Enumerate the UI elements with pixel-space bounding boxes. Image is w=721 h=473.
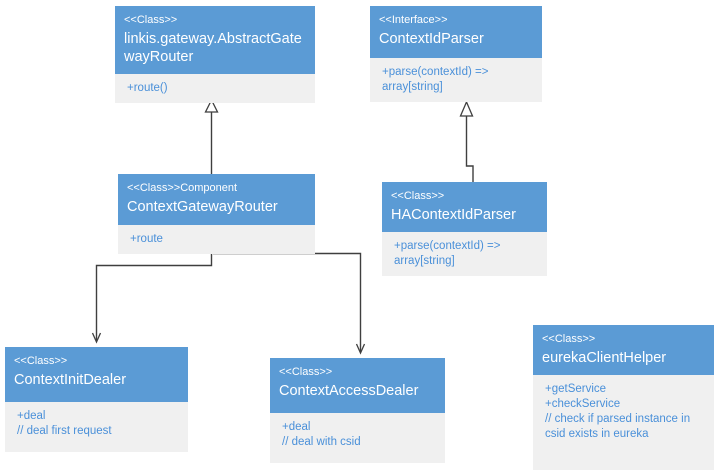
class-header: <<Class>> eurekaClientHelper <box>533 325 714 375</box>
class-name: ContextInitDealer <box>14 372 127 388</box>
connector-inherit-context-id-parser <box>459 100 474 182</box>
class-member: +getService <box>545 383 607 395</box>
class-member: // check if parsed instance in csid exis… <box>545 413 691 440</box>
class-member: +deal <box>17 410 46 422</box>
class-box-ha-context-id-parser[interactable]: <<Class>> HAContextIdParser +parse(conte… <box>382 182 547 276</box>
class-body: +parse(contextId) => array[string] <box>370 58 542 102</box>
class-name: ContextIdParser <box>379 31 484 47</box>
class-name: linkis.gateway.AbstractGatewayRouter <box>124 31 302 65</box>
class-header: <<Class>> HAContextIdParser <box>382 182 547 232</box>
class-body: +route() <box>115 74 315 103</box>
class-member: +parse(contextId) => array[string] <box>394 240 501 267</box>
class-member: // deal first request <box>17 425 112 437</box>
class-stereotype: <<Interface>> <box>379 14 448 26</box>
class-member: +route <box>130 233 163 245</box>
class-name: ContextAccessDealer <box>279 383 419 399</box>
class-name: HAContextIdParser <box>391 207 516 223</box>
class-header: <<Class>> ContextInitDealer <box>5 347 188 402</box>
class-body: +deal // deal with csid <box>270 413 445 463</box>
connector-assoc-access-dealer <box>213 252 366 355</box>
class-stereotype: <<Class>>Component <box>127 182 238 194</box>
class-stereotype: <<Class>> <box>542 333 596 345</box>
class-stereotype: <<Class>> <box>124 14 178 26</box>
class-box-context-access-dealer[interactable]: <<Class>> ContextAccessDealer +deal // d… <box>270 358 445 463</box>
class-member: +route() <box>127 82 168 94</box>
class-stereotype: <<Class>> <box>14 355 68 367</box>
class-body: +route <box>118 225 315 254</box>
class-header: <<Class>> ContextAccessDealer <box>270 358 445 413</box>
class-body: +parse(contextId) => array[string] <box>382 232 547 276</box>
class-header: <<Class>>Component ContextGatewayRouter <box>118 174 315 225</box>
class-member: +deal <box>282 421 311 433</box>
class-member: // deal with csid <box>282 436 361 448</box>
class-stereotype: <<Class>> <box>279 366 333 378</box>
connector-inherit-gateway-router <box>204 98 219 174</box>
class-box-context-gateway-router[interactable]: <<Class>>Component ContextGatewayRouter … <box>118 174 315 254</box>
class-header: <<Interface>> ContextIdParser <box>370 6 542 58</box>
connector-assoc-init-dealer <box>91 254 213 344</box>
class-member: +parse(contextId) => array[string] <box>382 66 489 93</box>
class-stereotype: <<Class>> <box>391 190 445 202</box>
class-box-abstract-gateway-router[interactable]: <<Class>> linkis.gateway.AbstractGateway… <box>115 6 315 103</box>
class-body: +deal // deal first request <box>5 402 188 452</box>
class-body: +getService +checkService // check if pa… <box>533 375 714 470</box>
class-box-context-id-parser[interactable]: <<Interface>> ContextIdParser +parse(con… <box>370 6 542 102</box>
class-member: +checkService <box>545 398 621 410</box>
class-box-eureka-client-helper[interactable]: <<Class>> eurekaClientHelper +getService… <box>533 325 714 470</box>
class-name: eurekaClientHelper <box>542 350 667 366</box>
class-name: ContextGatewayRouter <box>127 199 278 215</box>
class-header: <<Class>> linkis.gateway.AbstractGateway… <box>115 6 315 74</box>
class-box-context-init-dealer[interactable]: <<Class>> ContextInitDealer +deal // dea… <box>5 347 188 452</box>
